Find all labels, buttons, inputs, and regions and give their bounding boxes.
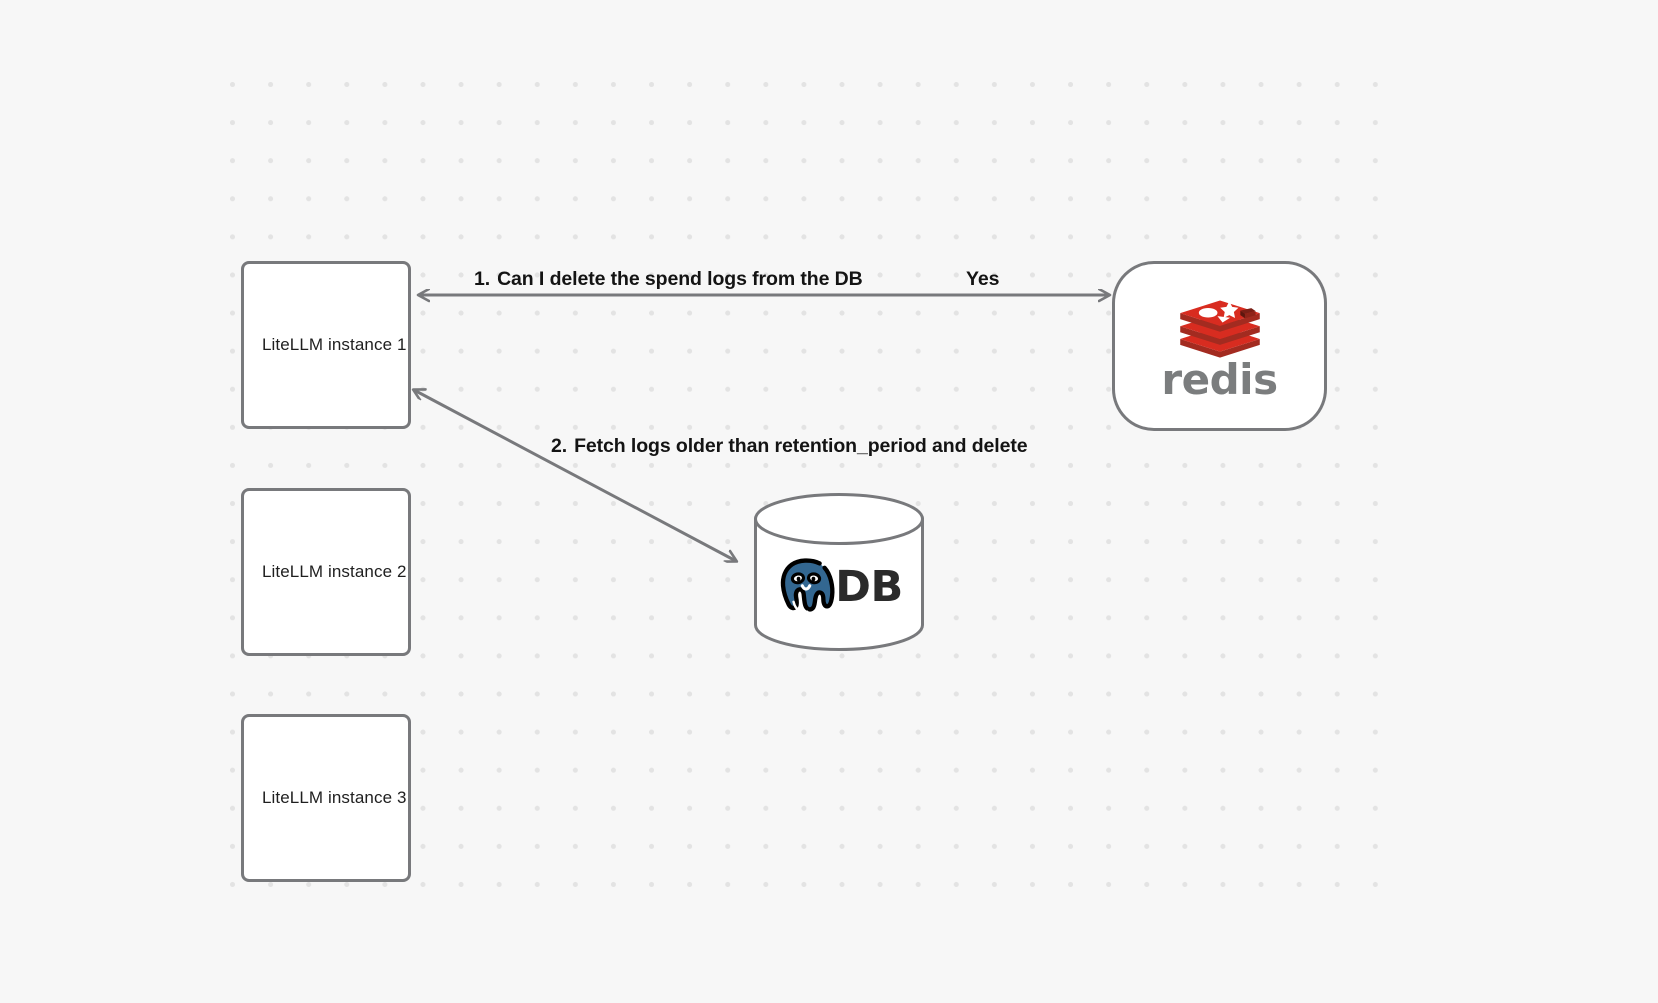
- edge-1-number: 1.: [474, 268, 491, 290]
- node-redis[interactable]: redis: [1112, 261, 1327, 431]
- node-db[interactable]: DB: [753, 492, 925, 652]
- edge-db-litellm1: [414, 390, 736, 561]
- postgresql-elephant-icon: [781, 557, 835, 614]
- node-litellm-instance-1-label: LiteLLM instance 1: [262, 335, 407, 354]
- edge-2-text: Fetch logs older than retention_period a…: [574, 435, 1028, 457]
- edge-1-reply-label: Yes: [966, 268, 1000, 290]
- node-db-label: DB: [835, 561, 903, 612]
- edge-1-text: Can I delete the spend logs from the DB: [497, 268, 863, 290]
- node-litellm-instance-2[interactable]: LiteLLM instance 2: [241, 488, 411, 656]
- node-litellm-instance-3[interactable]: LiteLLM instance 3: [241, 714, 411, 882]
- edge-2-label: 2. Fetch logs older than retention_period…: [551, 435, 1028, 458]
- cylinder-shape: [754, 493, 924, 651]
- edge-2-number: 2.: [551, 435, 568, 457]
- redis-logo-icon: [1179, 299, 1260, 358]
- node-litellm-instance-2-label: LiteLLM instance 2: [262, 562, 407, 581]
- node-litellm-instance-3-label: LiteLLM instance 3: [262, 788, 407, 807]
- redis-wordmark: redis: [1161, 354, 1278, 404]
- edge-1-label: 1. Can I delete the spend logs from the D…: [474, 268, 863, 291]
- node-litellm-instance-1[interactable]: LiteLLM instance 1: [241, 261, 411, 429]
